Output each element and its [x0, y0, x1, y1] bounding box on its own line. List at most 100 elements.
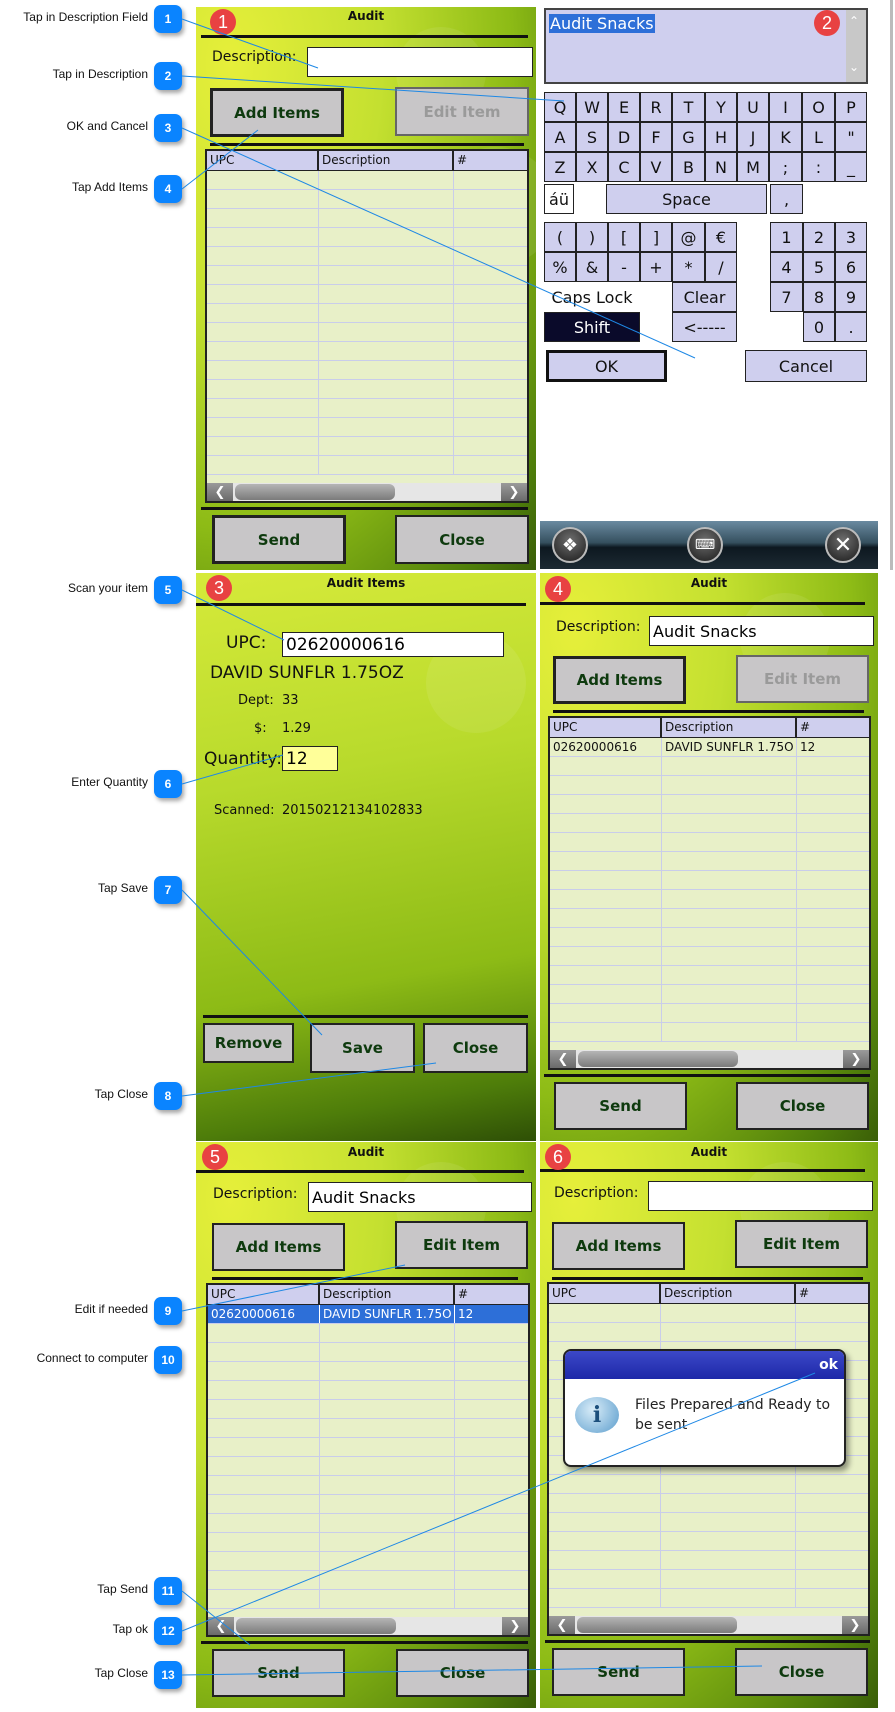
send-button[interactable]: Send: [554, 1082, 687, 1130]
save-button[interactable]: Save: [310, 1023, 415, 1073]
add-items-button[interactable]: Add Items: [553, 656, 686, 704]
items-grid[interactable]: UPC Description # 02620000616 DAVID SUNF…: [206, 1283, 530, 1637]
upc-input[interactable]: 02620000616: [282, 632, 504, 657]
horizontal-scrollbar[interactable]: ❮ ❯: [208, 1617, 528, 1635]
key-o[interactable]: O: [802, 92, 835, 122]
key-4[interactable]: 4: [770, 252, 803, 282]
key-slash[interactable]: /: [705, 252, 737, 282]
edit-item-button[interactable]: Edit Item: [395, 1221, 528, 1269]
key-k[interactable]: K: [769, 122, 802, 152]
scroll-down-icon[interactable]: ⌄: [849, 60, 860, 74]
add-items-button[interactable]: Add Items: [210, 88, 344, 137]
caps-lock-key[interactable]: Caps Lock: [544, 282, 640, 312]
key-plus[interactable]: +: [640, 252, 672, 282]
scroll-thumb[interactable]: [577, 1617, 737, 1633]
column-upc[interactable]: UPC: [207, 151, 319, 170]
windows-start-icon[interactable]: ❖: [552, 527, 588, 563]
key-colon[interactable]: :: [802, 152, 835, 182]
key-percent[interactable]: %: [544, 252, 576, 282]
column-count[interactable]: #: [800, 720, 811, 734]
remove-button[interactable]: Remove: [203, 1023, 294, 1063]
horizontal-scrollbar[interactable]: ❮ ❯: [207, 483, 527, 501]
dialog-ok-button[interactable]: ok: [819, 1357, 838, 1373]
key-at[interactable]: @: [672, 222, 705, 252]
key-a[interactable]: A: [544, 122, 576, 152]
description-input[interactable]: Audit Snacks: [649, 616, 874, 646]
key-m[interactable]: M: [737, 152, 769, 182]
edit-item-button[interactable]: Edit Item: [736, 655, 869, 703]
key-i[interactable]: I: [769, 92, 802, 122]
items-grid[interactable]: UPC Description # 02620000616 DAVID SUNF…: [548, 716, 871, 1070]
key-ampersand[interactable]: &: [576, 252, 608, 282]
key-s[interactable]: S: [576, 122, 608, 152]
scroll-thumb[interactable]: [578, 1051, 738, 1067]
key-lparen[interactable]: (: [544, 222, 576, 252]
key-g[interactable]: G: [672, 122, 705, 152]
send-button[interactable]: Send: [552, 1648, 685, 1696]
scroll-right-icon[interactable]: ❯: [501, 483, 527, 501]
key-f[interactable]: F: [640, 122, 672, 152]
add-items-button[interactable]: Add Items: [212, 1223, 345, 1271]
key-q[interactable]: Q: [544, 92, 576, 122]
items-grid[interactable]: UPC Description # ❮ ❯: [205, 149, 529, 503]
key-period[interactable]: .: [835, 312, 867, 342]
shift-key[interactable]: Shift: [544, 312, 640, 342]
key-rparen[interactable]: ): [576, 222, 608, 252]
description-input[interactable]: Audit Snacks: [308, 1182, 532, 1212]
column-description[interactable]: Description: [661, 1284, 796, 1303]
column-upc[interactable]: UPC: [549, 1284, 661, 1303]
key-semicolon[interactable]: ;: [769, 152, 802, 182]
key-9[interactable]: 9: [835, 282, 867, 312]
scroll-thumb[interactable]: [235, 484, 395, 500]
key-minus[interactable]: -: [608, 252, 640, 282]
scroll-left-icon[interactable]: ❮: [550, 1050, 576, 1068]
key-accents[interactable]: áü: [544, 184, 574, 214]
column-count[interactable]: #: [457, 153, 468, 167]
horizontal-scrollbar[interactable]: ❮ ❯: [550, 1050, 869, 1068]
table-row[interactable]: 02620000616 DAVID SUNFLR 1.75O 12: [550, 738, 869, 757]
key-quote[interactable]: ": [835, 122, 867, 152]
key-z[interactable]: Z: [544, 152, 576, 182]
key-b[interactable]: B: [672, 152, 705, 182]
scroll-right-icon[interactable]: ❯: [842, 1616, 868, 1634]
edit-item-button[interactable]: Edit Item: [735, 1220, 868, 1268]
send-button[interactable]: Send: [212, 1649, 345, 1697]
add-items-button[interactable]: Add Items: [552, 1222, 685, 1270]
column-description[interactable]: Description: [320, 1285, 455, 1304]
clear-key[interactable]: Clear: [672, 282, 737, 312]
ok-button[interactable]: OK: [546, 350, 667, 382]
key-rbracket[interactable]: ]: [640, 222, 672, 252]
key-x[interactable]: X: [576, 152, 608, 182]
horizontal-scrollbar[interactable]: ❮ ❯: [549, 1616, 868, 1634]
column-description[interactable]: Description: [662, 718, 797, 737]
key-lbracket[interactable]: [: [608, 222, 640, 252]
close-button[interactable]: Close: [736, 1082, 869, 1130]
column-count[interactable]: #: [799, 1286, 810, 1300]
close-button[interactable]: Close: [735, 1648, 868, 1696]
keyboard-icon[interactable]: ⌨: [687, 527, 723, 563]
key-3[interactable]: 3: [835, 222, 867, 252]
description-input[interactable]: [648, 1181, 873, 1211]
column-description[interactable]: Description: [319, 151, 454, 170]
table-row-selected[interactable]: 02620000616 DAVID SUNFLR 1.75O 12: [208, 1305, 528, 1324]
key-c[interactable]: C: [608, 152, 640, 182]
key-8[interactable]: 8: [803, 282, 835, 312]
key-euro[interactable]: €: [705, 222, 737, 252]
key-v[interactable]: V: [640, 152, 672, 182]
backspace-key[interactable]: <-----: [672, 312, 737, 342]
vertical-scrollbar[interactable]: ⌃ ⌄: [846, 10, 866, 82]
scroll-left-icon[interactable]: ❮: [208, 1617, 234, 1635]
cancel-button[interactable]: Cancel: [745, 350, 867, 382]
close-button[interactable]: Close: [396, 1649, 529, 1697]
key-comma[interactable]: ,: [770, 184, 803, 214]
scroll-left-icon[interactable]: ❮: [207, 483, 233, 501]
scroll-thumb[interactable]: [236, 1618, 396, 1634]
key-h[interactable]: H: [705, 122, 737, 152]
column-upc[interactable]: UPC: [208, 1285, 320, 1304]
close-icon[interactable]: ✕: [825, 527, 861, 563]
key-e[interactable]: E: [608, 92, 640, 122]
key-7[interactable]: 7: [770, 282, 803, 312]
key-2[interactable]: 2: [803, 222, 835, 252]
key-asterisk[interactable]: *: [672, 252, 705, 282]
key-underscore[interactable]: _: [835, 152, 867, 182]
